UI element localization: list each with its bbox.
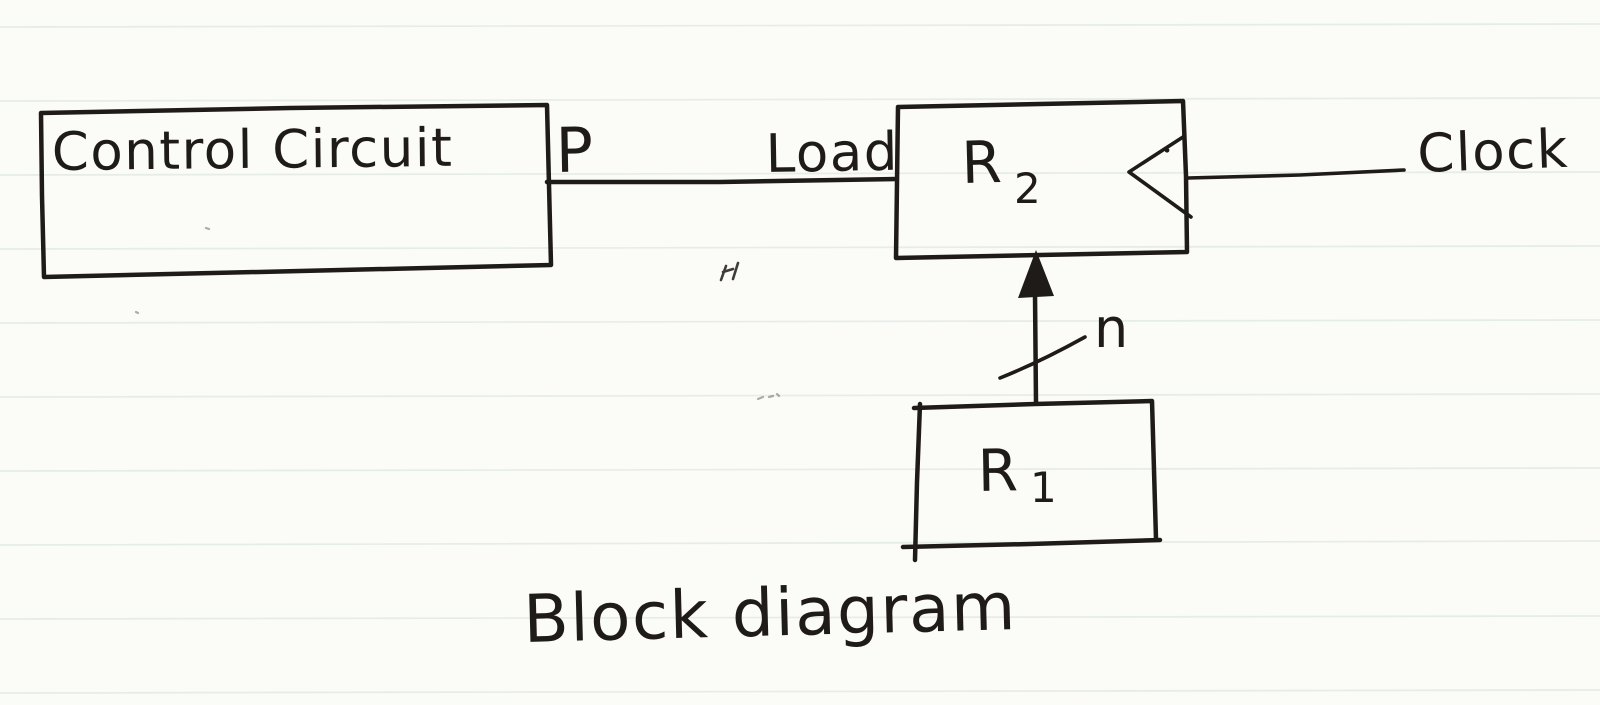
clock-edge-wedge-icon [1127,135,1193,219]
p-signal-label: P [555,113,595,187]
load-wire [544,176,899,185]
ink-specks-faint [134,226,781,401]
r1-register-block: R 1 [900,398,1163,563]
r2-label-subscript: 2 [1014,164,1041,213]
r1-box-left [912,401,923,563]
up-arrow-head [1018,250,1054,298]
r2-label: R [961,128,1005,197]
r1-to-r2-bus: n [998,250,1130,406]
load-signal-label: Load [765,122,899,185]
r1-label: R [977,436,1020,505]
ink-dot [1164,148,1170,153]
r1-box-bottom [900,537,1163,550]
up-arrow-icon [1032,291,1039,406]
control-circuit-label: Control Circuit [51,118,453,183]
clock-signal-label: Clock [1416,119,1570,185]
diagram-caption: Block diagram [522,568,1017,658]
control-circuit-block: Control Circuit [38,102,554,280]
r2-box [893,98,1190,261]
bus-width-label: n [1094,297,1130,360]
ruled-lines [0,23,1600,694]
r1-label-subscript: 1 [1030,463,1057,512]
bus-slash-icon [998,335,1087,380]
ink-specks [719,261,740,282]
clock-wire [1186,168,1406,180]
r2-register-block: R 2 [893,98,1193,261]
control-circuit-box [38,102,554,280]
r1-box-top-right [911,398,1159,542]
